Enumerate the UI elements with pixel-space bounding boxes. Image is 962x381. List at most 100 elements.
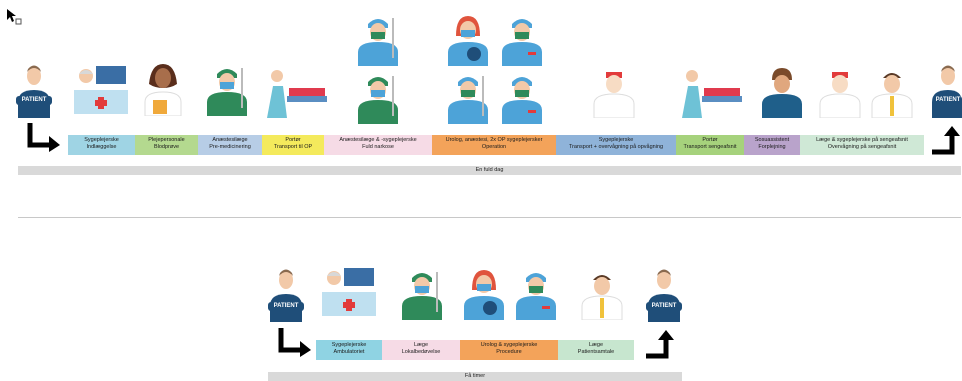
top-step-task: Blodprøve xyxy=(153,144,180,150)
reception-desk-icon xyxy=(74,66,128,114)
doctor-icon xyxy=(581,275,623,321)
porter-ward-figure xyxy=(678,66,744,118)
patient-start-figure xyxy=(14,62,54,118)
porter-bed-icon xyxy=(682,70,742,118)
top-step-role: Plejepersonale xyxy=(148,137,185,143)
section-divider xyxy=(18,217,961,218)
operation-team-nurse-1 xyxy=(500,14,544,66)
bottom-patient-start-figure xyxy=(266,266,306,322)
top-step-role: Sosuassistent xyxy=(754,137,790,143)
bottom-step-role: Læge xyxy=(588,342,604,348)
bottom-nurse-figure xyxy=(514,268,558,320)
recovery-nurse-figure xyxy=(592,66,636,119)
bottom-step-role: Urolog & sygeplejerske xyxy=(480,342,538,348)
anesthesia-nurse-icon xyxy=(448,76,488,124)
bottom-ambulatory-figure xyxy=(320,266,378,318)
top-step-role: Portør xyxy=(285,137,301,143)
top-step-role: Læge & sygeplejerske på sengeafsnit xyxy=(816,137,908,143)
ward-doctor-figure xyxy=(870,66,914,119)
anesthesiologist-figure xyxy=(205,64,249,116)
operation-team-urologist xyxy=(446,14,490,66)
caregiver-icon xyxy=(144,64,182,117)
top-step-task: Transport til OP xyxy=(273,144,313,150)
bottom-start-arrow-icon xyxy=(278,328,311,357)
bottom-duration-bar: Få timer xyxy=(268,372,682,381)
surgical-nurse-icon xyxy=(516,273,556,320)
anesthesia-team-figure-1 xyxy=(356,14,400,66)
urologist-icon xyxy=(448,16,488,66)
patient-icon xyxy=(648,269,680,322)
patient-end-figure xyxy=(930,62,962,118)
top-step-task: Pre-medicinering xyxy=(209,144,251,150)
bottom-step-task: Patientsamtale xyxy=(577,349,615,355)
anesthesiologist-icon xyxy=(358,76,398,124)
reception-desk-icon xyxy=(322,268,376,316)
bottom-patient-start-label: PATIENT xyxy=(268,302,304,311)
patient-icon xyxy=(18,65,50,118)
staff-bloodtest-figure xyxy=(141,62,185,117)
operation-team-nurse-2 xyxy=(500,72,544,124)
nurse-admission-figure xyxy=(72,64,130,116)
bottom-step-task: Lokalbedøvelse xyxy=(401,349,441,355)
top-step-role: Urolog, anæstesi, 2x OP sygeplejersker xyxy=(445,137,543,143)
top-step-task: Overvågning på sengeafsnit xyxy=(827,144,897,150)
patient-start-label: PATIENT xyxy=(16,96,52,105)
top-step-role: Anæstesilæge xyxy=(212,137,248,143)
start-arrow-icon xyxy=(27,123,60,152)
urologist-icon xyxy=(464,270,504,320)
bottom-step-role: Sygeplejerske xyxy=(331,342,367,348)
patient-end-label: PATIENT xyxy=(934,96,962,105)
bottom-patient-end-figure xyxy=(644,266,684,322)
bottom-doctor-figure xyxy=(580,268,624,321)
top-step-role: Sygeplejerske xyxy=(598,137,634,143)
nurse-icon xyxy=(593,72,635,119)
patient-icon xyxy=(270,269,302,322)
bottom-step-role: Læge xyxy=(413,342,429,348)
bottom-step-task: Procedure xyxy=(496,349,522,355)
porter-transport-figure xyxy=(263,66,329,118)
end-arrow-icon xyxy=(932,126,960,155)
bottom-doctor-anesthesia-figure xyxy=(400,268,444,320)
bottom-patient-end-label: PATIENT xyxy=(646,302,682,311)
top-step-task: Transport + overvågning på opvågning xyxy=(568,144,664,150)
nurse-icon xyxy=(819,72,861,119)
top-step-role: Anæstesilæge & -sygeplejerske xyxy=(339,137,417,143)
anesthesia-nurse-icon xyxy=(358,18,398,66)
bottom-end-arrow-icon xyxy=(646,330,674,359)
caregiver-icon xyxy=(762,68,802,118)
social-assistant-figure xyxy=(760,66,804,118)
surgical-nurse-icon xyxy=(502,77,542,124)
operation-team-anesthesia xyxy=(446,72,490,124)
top-step-role: Portør xyxy=(702,137,718,143)
top-step-task: Transport sengeafsnit xyxy=(683,144,737,150)
bottom-urologist-figure xyxy=(462,268,506,320)
top-duration-bar: En fuld dag xyxy=(18,166,961,175)
mouse-cursor-icon xyxy=(7,9,22,25)
top-step-task: Operation xyxy=(481,144,507,150)
anesthesiologist-icon xyxy=(402,272,442,320)
top-step-role: Sygeplejerske xyxy=(84,137,119,143)
patient-icon xyxy=(932,65,962,118)
ward-nurse-figure xyxy=(818,66,862,119)
porter-bed-icon xyxy=(267,70,327,118)
top-step-task: Forplejning xyxy=(758,144,786,150)
top-step-task: Indlæggelse xyxy=(86,144,117,150)
doctor-icon xyxy=(871,73,913,119)
anesthesia-team-figure-2 xyxy=(356,72,400,124)
anesthesiologist-icon xyxy=(207,68,247,116)
top-step-task: Fuld narkose xyxy=(362,144,394,150)
